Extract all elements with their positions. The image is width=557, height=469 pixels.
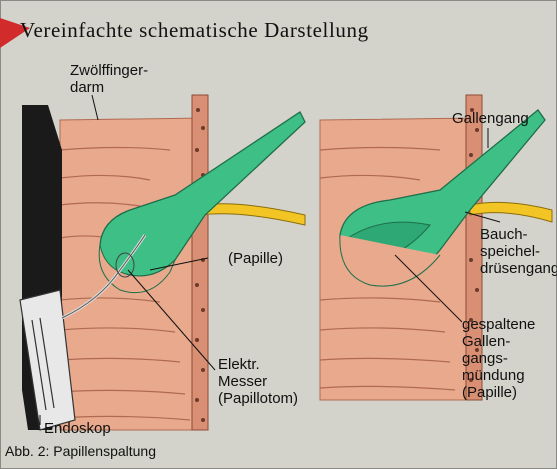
label-bile-duct: Gallengang bbox=[452, 110, 529, 127]
label-knife-line3: (Papillotom) bbox=[218, 390, 298, 407]
label-split-line2: Gallen- bbox=[462, 333, 535, 350]
label-duodenum-line1: Zwölffinger- bbox=[70, 62, 148, 79]
left-wall-strip bbox=[192, 95, 208, 430]
label-endoscope: Endoskop bbox=[44, 420, 111, 437]
label-knife: Elektr. Messer (Papillotom) bbox=[218, 356, 298, 407]
label-duodenum-line2: darm bbox=[70, 79, 148, 96]
label-pancreatic-line2: speichel- bbox=[480, 243, 557, 260]
label-knife-line2: Messer bbox=[218, 373, 298, 390]
label-pancreatic-duct: Bauch- speichel- drüsengang bbox=[480, 226, 557, 277]
label-knife-line1: Elektr. bbox=[218, 356, 298, 373]
label-duodenum: Zwölffinger- darm bbox=[70, 62, 148, 96]
label-split-line5: (Papille) bbox=[462, 384, 535, 401]
label-split-line1: gespaltene bbox=[462, 316, 535, 333]
label-pancreatic-line1: Bauch- bbox=[480, 226, 557, 243]
label-split-line3: gangs- bbox=[462, 350, 535, 367]
left-pancreatic-duct bbox=[200, 204, 305, 225]
label-papilla: (Papille) bbox=[228, 250, 283, 267]
figure-title: Vereinfachte schematische Darstellung bbox=[20, 18, 369, 43]
figure-caption: Abb. 2: Papillenspaltung bbox=[5, 443, 156, 459]
label-pancreatic-line3: drüsengang bbox=[480, 260, 557, 277]
label-split-papilla: gespaltene Gallen- gangs- mündung (Papil… bbox=[462, 316, 535, 401]
label-split-line4: mündung bbox=[462, 367, 535, 384]
